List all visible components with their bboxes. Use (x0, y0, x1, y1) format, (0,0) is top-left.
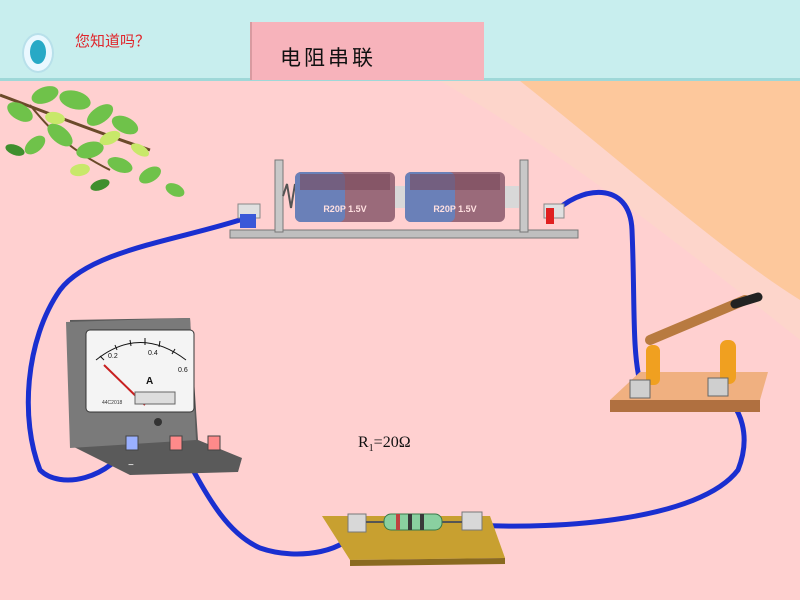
battery-cell-2: R20P 1.5V (405, 172, 505, 222)
title-box: 电阻串联 (250, 22, 484, 80)
resistor-label-value: =20Ω (373, 434, 411, 451)
ammeter-unit: A (146, 376, 153, 387)
page-title: 电阻串联 (280, 46, 376, 70)
knife-switch (610, 292, 768, 412)
ammeter-terminals (125, 435, 221, 451)
resistor-label: R1=20Ω (358, 434, 411, 454)
ammeter-model: 44C2018 (102, 400, 123, 406)
wire-ammeter-to-resistor (173, 437, 359, 557)
logo-icon (22, 33, 54, 73)
circuit-wires (25, 190, 747, 557)
resistor-label-r: R (358, 434, 369, 451)
battery-2-label: R20P 1.5V (433, 204, 476, 214)
ammeter-scale-2: 0.4 (148, 350, 158, 357)
wire-battery-to-switch (549, 190, 643, 385)
ammeter-minus-label: − (128, 460, 134, 471)
battery-terminal-negative (237, 203, 261, 228)
battery-holder: R20P 1.5V R20P 1.5V (229, 159, 579, 239)
ammeter: 0.2 0.4 0.6 A 44C2018 − (66, 318, 242, 475)
background-band (520, 81, 800, 300)
resistor-label-sub: 1 (368, 443, 374, 455)
battery-1-label: R20P 1.5V (323, 204, 366, 214)
wire-resistor-to-switch (469, 387, 747, 529)
battery-terminal-positive (543, 203, 565, 224)
ammeter-scale-1: 0.2 (108, 353, 118, 360)
tagline: 您知道吗？ (75, 32, 151, 50)
wire-battery-to-ammeter (25, 215, 249, 483)
resistor-board (322, 511, 505, 566)
leaves-decoration (0, 86, 185, 197)
ammeter-scale-3: 0.6 (178, 367, 188, 374)
battery-cell-1: R20P 1.5V (295, 172, 395, 222)
